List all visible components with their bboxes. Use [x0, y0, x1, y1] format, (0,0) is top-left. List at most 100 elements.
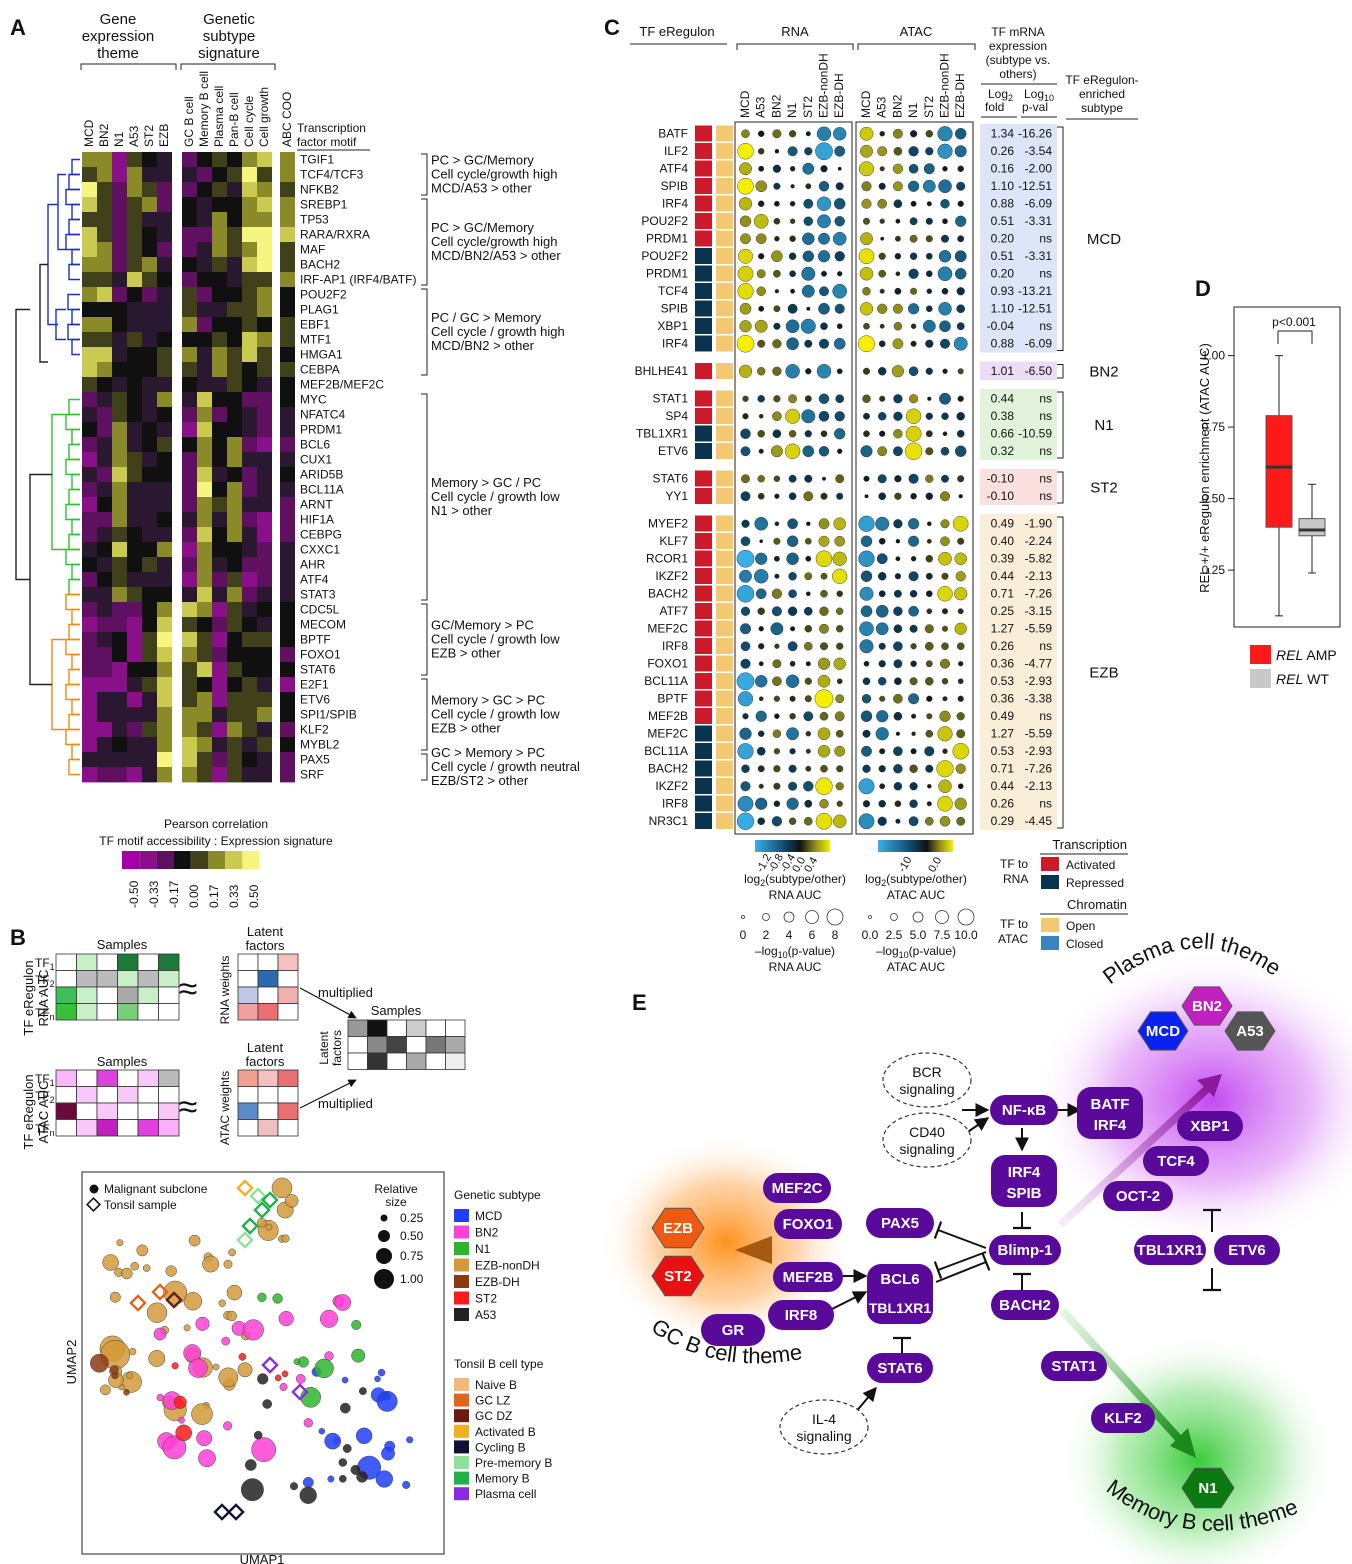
heatmap-cell [227, 287, 242, 303]
log2-fold-value: 0.49 [991, 517, 1015, 531]
genetic-legend-swatch [454, 1308, 469, 1321]
node-gr-shape [701, 1314, 765, 1346]
atac-auc-dot [861, 694, 872, 704]
heatmap-cell [127, 287, 142, 303]
dendrogram-branch [57, 173, 66, 251]
umap-subclone-point [295, 1374, 306, 1384]
heatmap-cell [257, 572, 272, 588]
group-bracket [421, 153, 428, 196]
heatmap-cell [157, 707, 172, 723]
rna-col-label: EZB-nonDH [817, 53, 831, 118]
atac-auc-dot [879, 218, 885, 224]
rna-auc-dot [773, 269, 781, 278]
heatmap-cell [280, 182, 295, 198]
rna-auc-dot [834, 411, 845, 422]
eregulon-tf-label: PRDM1 [646, 232, 688, 246]
atac-auc-dot [910, 200, 917, 207]
heatmap-cell [227, 662, 242, 678]
rna-auc-dot [816, 196, 832, 211]
umap-subclone-point [293, 1358, 301, 1365]
signal-bcr-label-1: BCR [912, 1064, 942, 1080]
node-xbp1-label: XBP1 [1190, 1118, 1229, 1135]
rna-auc-dot [757, 817, 766, 826]
rna-auc-dot [774, 573, 780, 579]
heatmap-cell [82, 737, 97, 753]
size-legend-circle [380, 1214, 388, 1222]
log10-pvalue-value: -3.31 [1025, 214, 1053, 228]
heatmap-cell [157, 317, 172, 333]
dendrogram-branch [71, 203, 80, 221]
node-bcl6-label: BCL6 [880, 1271, 919, 1288]
log10-pvalue-value: ns [1039, 392, 1052, 406]
samples-label-latent: Samples [371, 1003, 422, 1018]
signal-bcr-label-2: signaling [899, 1081, 954, 1097]
heatmap-cell [257, 707, 272, 723]
heatmap-cell [227, 467, 242, 483]
signal-cd40-label-2: signaling [899, 1141, 954, 1157]
heatmap-cell [182, 302, 197, 318]
heatmap-row-label: BPTF [300, 633, 331, 647]
heatmap-cell [97, 752, 112, 768]
heatmap-cell [182, 752, 197, 768]
umap-subclone-point [284, 1194, 299, 1208]
atac-auc-dot [939, 710, 951, 722]
heatmap-cell [127, 557, 142, 573]
eregulon-tf-label: BATF [658, 127, 688, 141]
matrix-cell [55, 1069, 77, 1087]
hex-mcd-shape [1137, 1011, 1189, 1051]
chromatin-effect-box [716, 743, 733, 759]
rna-auc-dot [836, 368, 843, 375]
heatmap-cell [97, 467, 112, 483]
heatmap-cell [280, 767, 295, 783]
umap-subclone-point [238, 1352, 247, 1361]
dendrogram-branch [71, 518, 80, 536]
atac-auc-dot [954, 552, 967, 565]
heatmap-cell [257, 407, 272, 423]
heatmap-cell [280, 587, 295, 603]
heatmap-cell [112, 407, 127, 423]
heatmap-cell [197, 272, 212, 288]
heatmap-cell [97, 242, 112, 258]
atac-auc-caption-2: ATAC AUC [887, 960, 946, 974]
heatmap-cell [127, 407, 142, 423]
rna-auc-dot [756, 746, 766, 756]
rna-auc-dot [834, 535, 846, 547]
atac-auc-dot [908, 366, 919, 377]
matrix-cell [158, 1069, 180, 1087]
heatmap-cell [127, 602, 142, 618]
atac-auc-dot [858, 813, 875, 830]
node-irf4-spib-shape [991, 1155, 1057, 1207]
heatmap-cell [97, 767, 112, 783]
node-etv6-shape [1214, 1235, 1280, 1265]
heatmap-cell [112, 332, 127, 348]
umap-subclone-point [196, 1430, 213, 1447]
heatmap-cell [197, 257, 212, 273]
heatmap-cell [182, 692, 197, 708]
atac-auc-dot [878, 677, 887, 686]
matrix-cell [158, 953, 180, 971]
heatmap-cell [82, 662, 97, 678]
log10-pvalue-value: -16.26 [1018, 127, 1052, 141]
heatmap-cell [212, 347, 227, 363]
heatmap-cell [142, 467, 157, 483]
log2-fold-value: 1.34 [991, 127, 1015, 141]
tonsil-legend-label: Pre-memory B [475, 1456, 552, 1470]
rna-auc-dot [740, 536, 751, 547]
umap-subclone-point [221, 1336, 231, 1346]
umap-subclone-point [183, 1324, 191, 1332]
heatmap-row-label: ATF4 [300, 573, 329, 587]
heatmap-cell [182, 242, 197, 258]
heatmap-cell [280, 362, 295, 378]
approx-symbol-atac: ≈ [179, 1088, 198, 1126]
heatmap-cell [182, 152, 197, 168]
transcription-effect-box [695, 725, 712, 742]
umap-subclone-point [272, 1293, 283, 1304]
umap-subclone-point [130, 1261, 139, 1271]
heatmap-cell [197, 617, 212, 633]
heatmap-cell [97, 317, 112, 333]
heatmap-cell [97, 227, 112, 243]
heatmap-row-label: MYC [300, 393, 327, 407]
heatmap-cell [157, 392, 172, 408]
